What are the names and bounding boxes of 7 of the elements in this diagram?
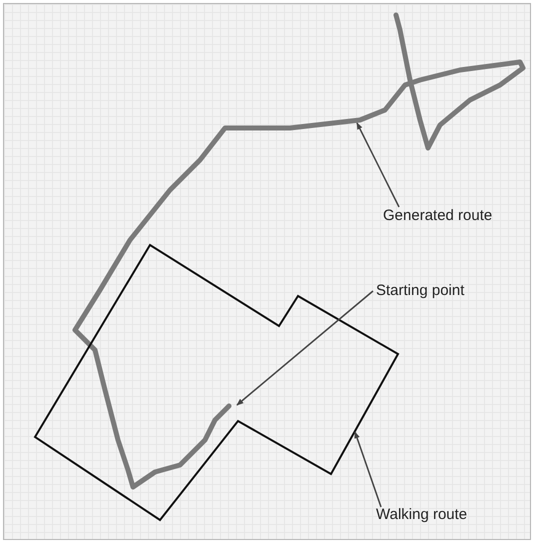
leader-line bbox=[356, 122, 400, 208]
callout-label: Starting point bbox=[376, 282, 464, 300]
generated-route-line bbox=[72, 12, 526, 490]
callout-label: Generated route bbox=[383, 207, 492, 225]
leader-line bbox=[236, 290, 374, 406]
callout-label: Walking route bbox=[376, 506, 468, 524]
leader-line bbox=[354, 431, 382, 508]
